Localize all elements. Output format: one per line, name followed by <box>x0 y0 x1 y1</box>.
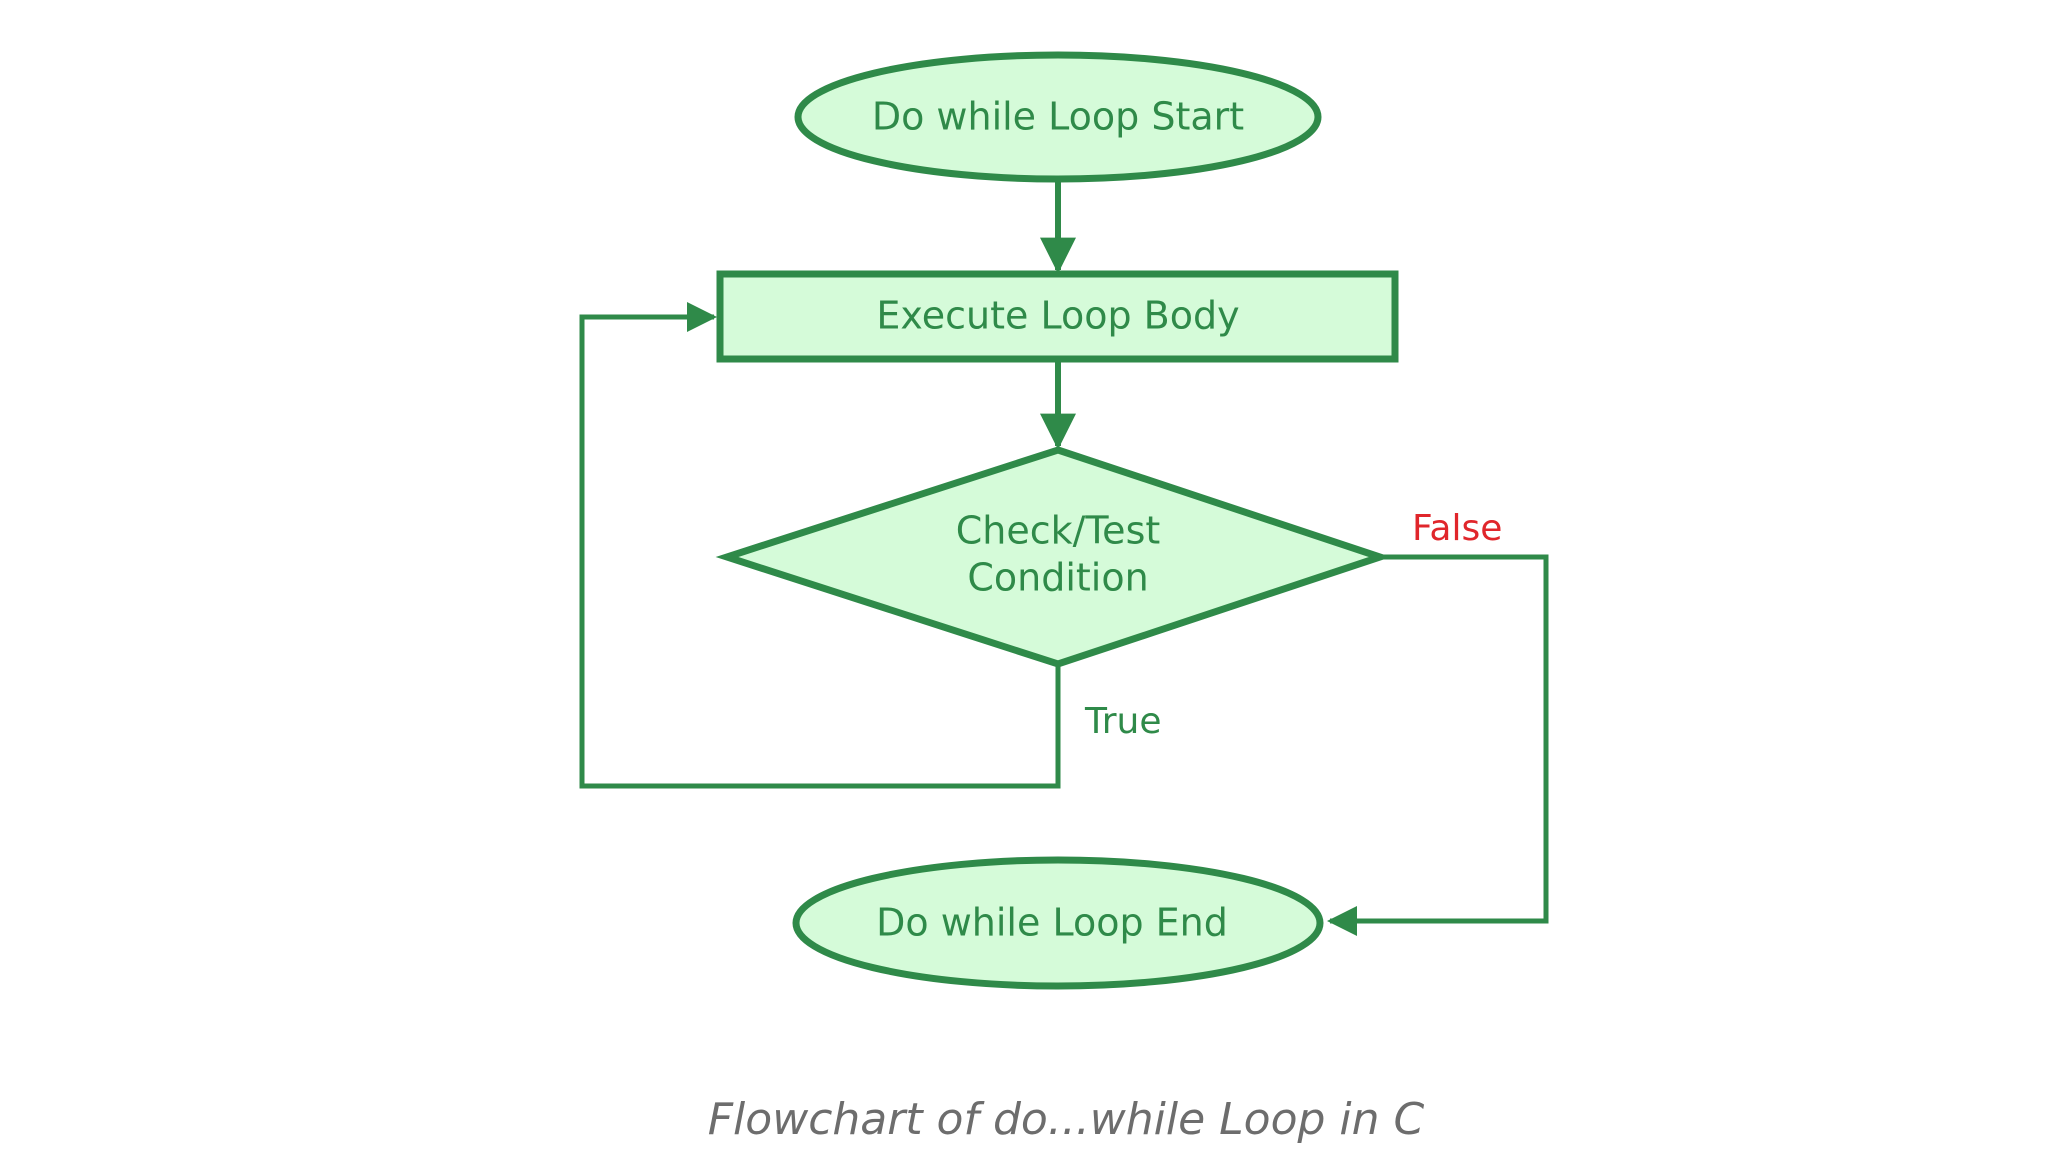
loop-body-node: Execute Loop Body <box>716 270 1399 363</box>
start-node-label: Do while Loop Start <box>872 95 1244 139</box>
arrow-false-to-end <box>1327 554 1549 936</box>
start-node: Do while Loop Start <box>794 51 1322 183</box>
loop-body-label: Execute Loop Body <box>876 294 1239 338</box>
true-edge-label: True <box>1084 701 1161 742</box>
end-node-label: Do while Loop End <box>876 901 1228 945</box>
end-node: Do while Loop End <box>792 856 1324 990</box>
condition-node: Check/Test Condition <box>715 446 1392 668</box>
condition-label-line1: Check/Test <box>956 509 1161 553</box>
arrow-true-loop-back <box>579 302 1061 789</box>
figure-caption: Flowchart of do...while Loop in C <box>708 1094 1425 1145</box>
false-edge-label: False <box>1412 508 1502 549</box>
condition-label-line2: Condition <box>967 556 1148 600</box>
